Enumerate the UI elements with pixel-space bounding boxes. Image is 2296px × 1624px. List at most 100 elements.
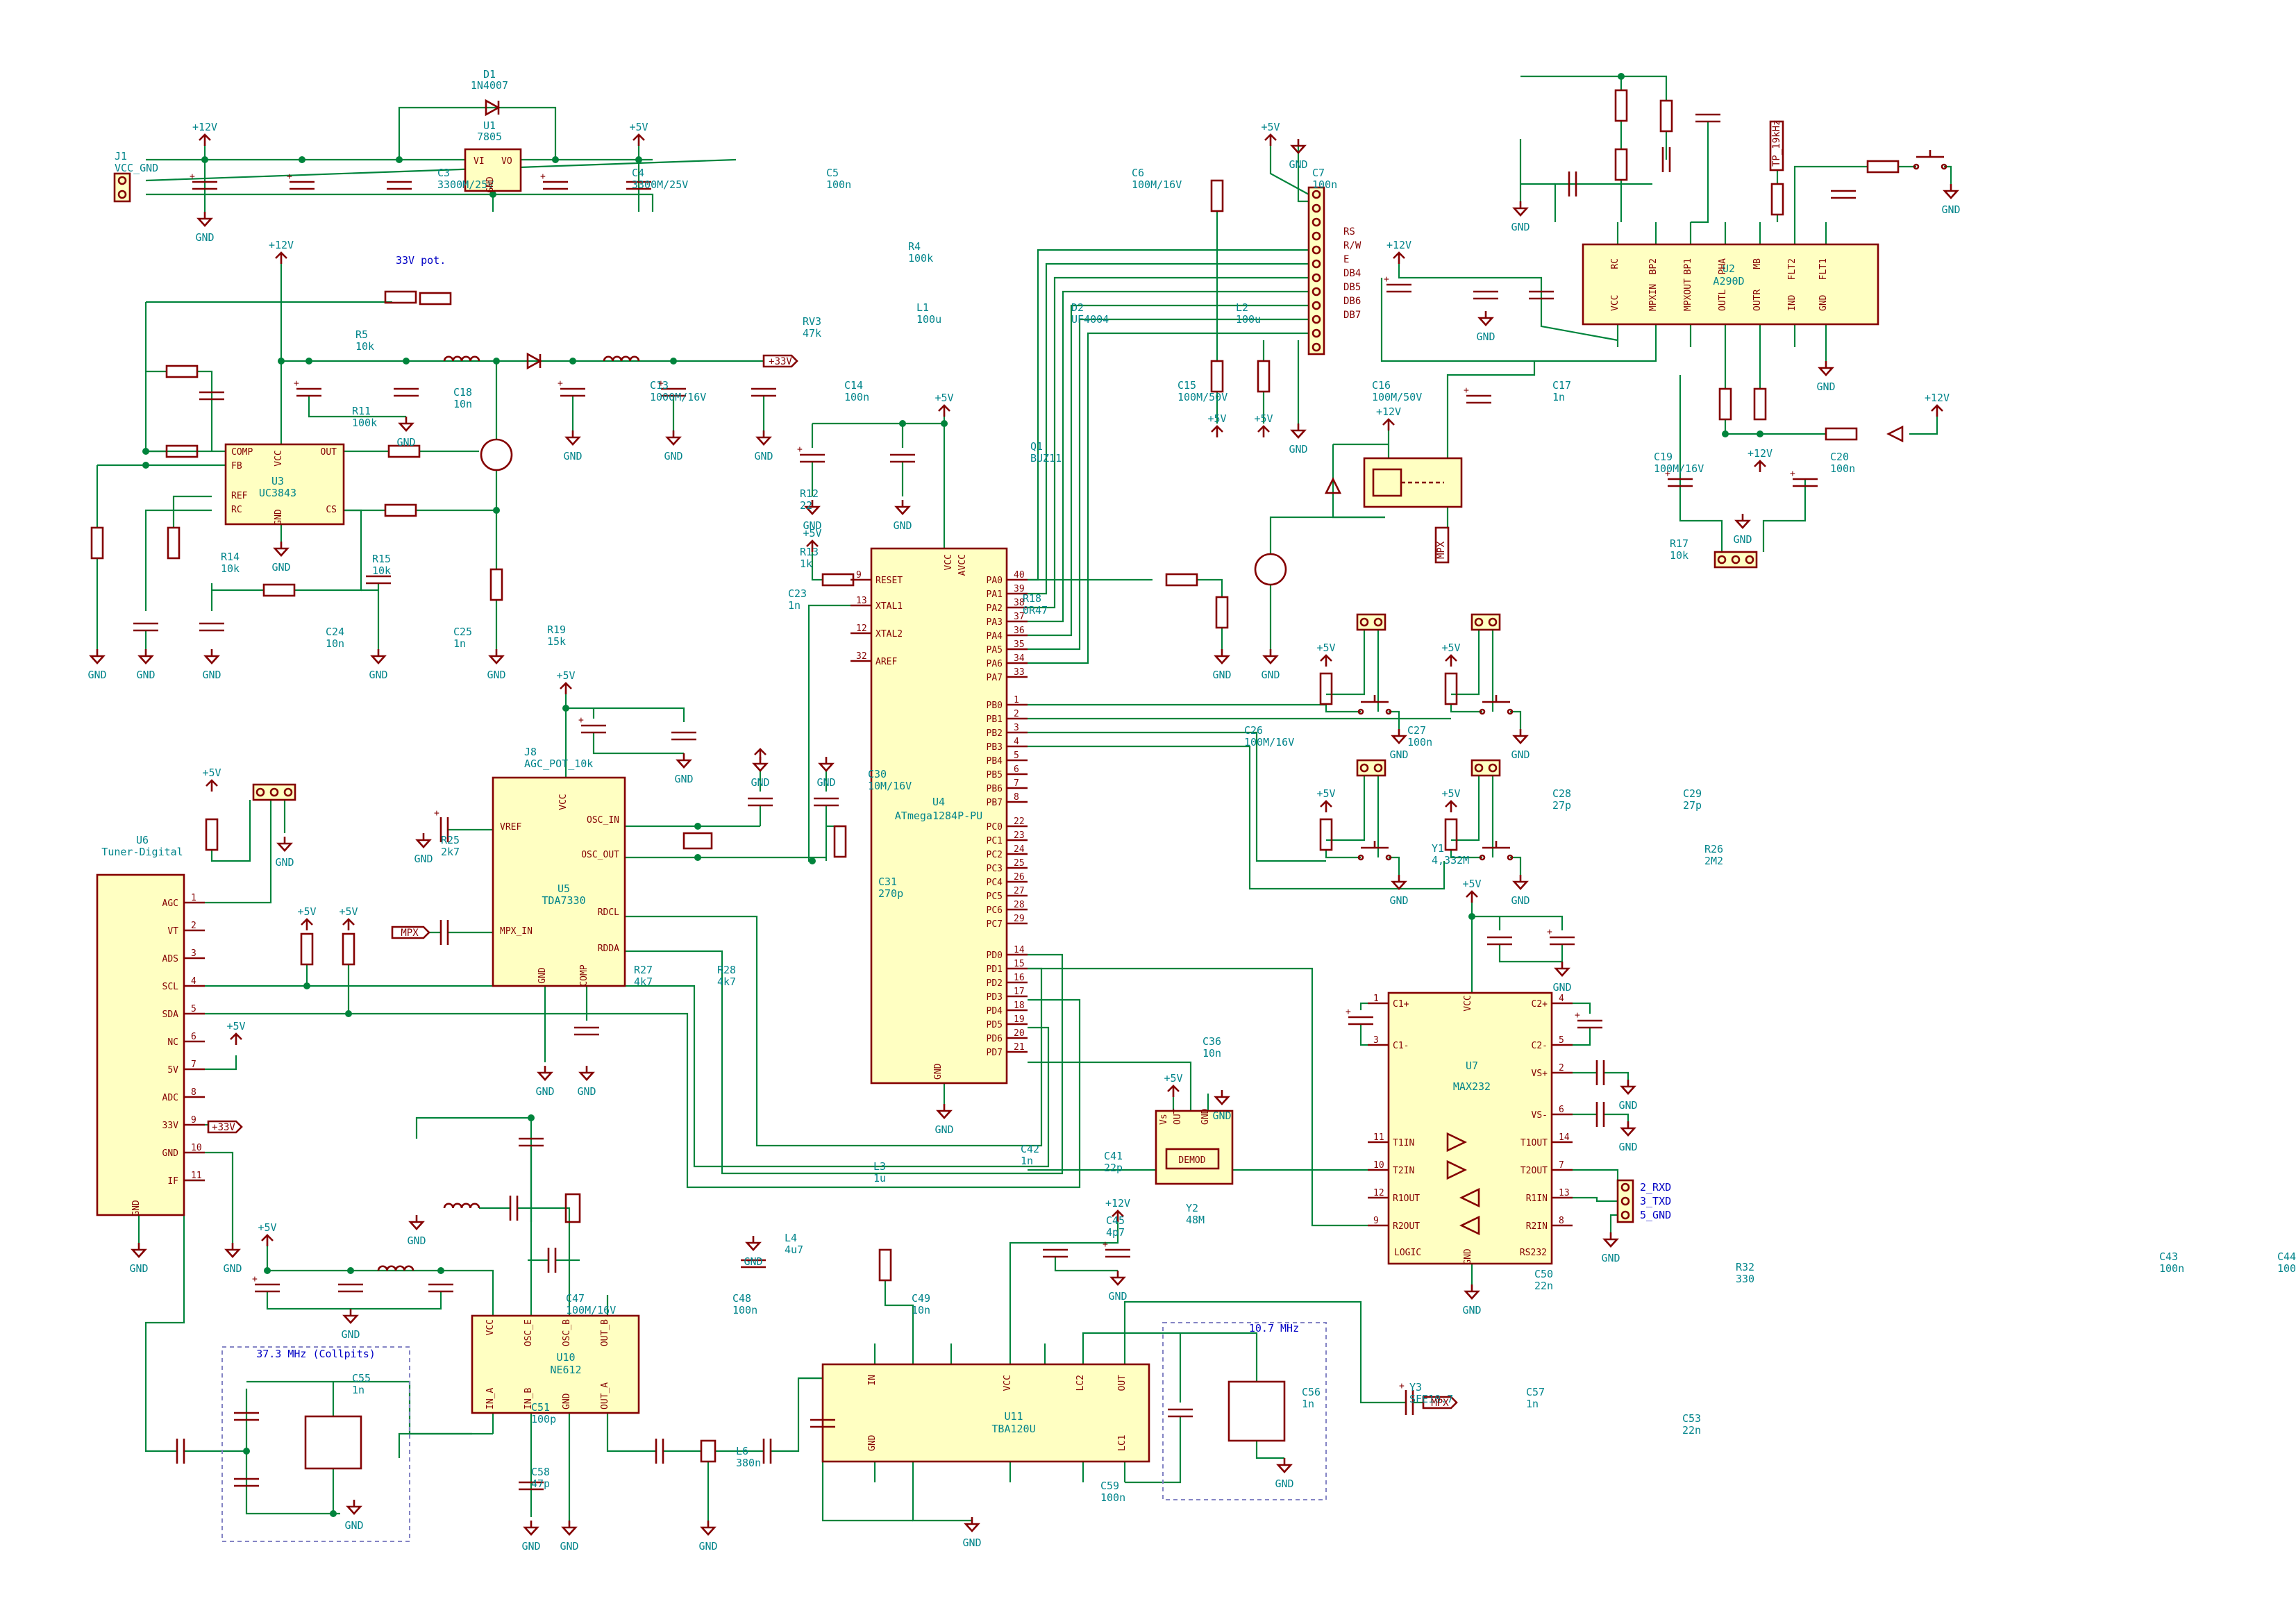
u3-pin-rc: RC — [231, 505, 242, 515]
j2-lcd-connector-pin — [1312, 342, 1321, 352]
tp-19khz-text: TP_19kHz — [1771, 120, 1782, 167]
ground-symbol — [488, 649, 505, 664]
u2-pin-pha: PHA — [1718, 258, 1728, 275]
power-symbol — [632, 133, 645, 146]
wire — [1255, 1441, 1284, 1459]
u6-pin-label: 5V — [167, 1065, 178, 1075]
colpitts-oscillator-box — [221, 1346, 410, 1542]
value-c56: 1n — [1302, 1398, 1314, 1410]
power-label: +5V — [339, 905, 358, 918]
value-c57: 1n — [1526, 1398, 1539, 1410]
power-symbol — [938, 404, 950, 417]
ground-label: GND — [136, 669, 155, 681]
power-symbol — [1112, 1209, 1124, 1222]
u6-pin-number: 6 — [191, 1032, 196, 1042]
value-r26: 2M2 — [1704, 855, 1723, 867]
wire — [1028, 276, 1309, 609]
pin-number: 4 — [1559, 994, 1564, 1004]
r5-resistor — [165, 365, 199, 378]
ground-symbol — [1943, 184, 1959, 199]
power-symbol — [1754, 460, 1766, 472]
value-c49: 10n — [912, 1304, 930, 1316]
u4-pin-number: 22 — [1014, 817, 1025, 827]
value-l1: 100u — [916, 313, 941, 326]
ground-label: GND — [1552, 981, 1571, 994]
q1-mosfet — [480, 438, 513, 471]
u10-pin-vcc: VCC — [485, 1319, 496, 1335]
value-y2: 48M — [1186, 1214, 1205, 1226]
ground-symbol — [137, 649, 154, 664]
power-symbol — [560, 682, 572, 694]
ground-label: GND — [1601, 1252, 1620, 1264]
ground-symbol — [398, 417, 414, 432]
ground-label: GND — [803, 519, 821, 532]
power-label: +5V — [1207, 412, 1226, 425]
wire — [1082, 1332, 1258, 1382]
value-c36: 10n — [1203, 1047, 1221, 1060]
ref-designator-c41: C41 — [1104, 1150, 1123, 1162]
wire — [398, 1432, 493, 1458]
value-q1: BUZ11 — [1030, 452, 1062, 464]
ref-u2: U2 — [1723, 262, 1735, 275]
wire — [308, 396, 406, 418]
ground-symbol — [564, 430, 581, 446]
u6-pin-label: VT — [167, 926, 178, 937]
wire — [1398, 264, 1618, 342]
j2-lcd-connector-pin — [1312, 287, 1321, 296]
value-c43: 100n — [2159, 1262, 2184, 1275]
j2-pin-db6: DB6 — [1343, 296, 1361, 307]
ref-designator-c5: C5 — [826, 167, 839, 179]
ground-symbol — [676, 753, 692, 769]
value-c14: 100n — [844, 391, 869, 403]
ground-label: GND — [698, 1540, 717, 1552]
value-c41: 22p — [1104, 1162, 1123, 1174]
wire — [146, 193, 654, 212]
j9-db9-connector — [1616, 1179, 1634, 1223]
r1-resistor — [1659, 99, 1673, 133]
wire — [266, 1246, 494, 1295]
u6-pin-label: NC — [167, 1037, 178, 1048]
value-r28: 4k7 — [717, 976, 736, 988]
power-label: +12V — [192, 121, 217, 133]
value-u5: TDA7330 — [542, 894, 585, 907]
u5-pin-osc-out: OSC_OUT — [581, 850, 619, 860]
ground-label: GND — [744, 1255, 762, 1268]
ground-symbol — [1477, 311, 1494, 326]
junction-dot — [264, 1267, 271, 1274]
l1-inductor — [443, 355, 480, 362]
wire — [1498, 944, 1564, 963]
power-symbol — [275, 251, 287, 264]
j2-lcd-connector-pin — [1312, 315, 1321, 324]
ref-designator-c57: C57 — [1526, 1386, 1545, 1398]
ref-designator-c20: C20 — [1830, 451, 1849, 463]
u10-pin-osc_e: OSC_E — [523, 1319, 534, 1346]
u4-pin-label: PC2 — [987, 850, 1003, 860]
wire — [1054, 1257, 1118, 1272]
power-label: +5V — [935, 392, 953, 404]
ground-symbol — [1464, 1284, 1480, 1300]
ground-symbol — [1602, 1232, 1619, 1248]
u4-pin-label: PD4 — [987, 1006, 1003, 1016]
wires — [96, 73, 1952, 1522]
pin-number: 5 — [1559, 1035, 1564, 1046]
u4-pin-number: 4 — [1014, 737, 1019, 747]
u2-pin-flt2: FLT2 — [1787, 258, 1798, 280]
u11-pin-gnd: GND — [867, 1434, 878, 1451]
power-label: +5V — [629, 121, 648, 133]
power-symbol — [1931, 404, 1943, 417]
u3-pin-cs: CS — [326, 505, 337, 515]
u6-pin-number: 3 — [191, 948, 196, 959]
ground-symbol — [537, 1066, 553, 1081]
u4-pin-label: PC6 — [987, 905, 1003, 916]
wire — [1472, 915, 1564, 930]
ref-designator-l2: L2 — [1236, 301, 1248, 314]
ground-label: GND — [1389, 894, 1408, 907]
ground-label: GND — [414, 853, 433, 865]
polarity-mark: + — [287, 171, 292, 182]
u4-pin-label: PD2 — [987, 978, 1003, 989]
pin-number: 8 — [1559, 1216, 1564, 1226]
u7-driver — [1446, 1132, 1468, 1153]
q2-transistor — [1254, 553, 1287, 586]
pin-label: VS+ — [1532, 1069, 1548, 1079]
ref-designator-r11: R11 — [352, 405, 371, 417]
